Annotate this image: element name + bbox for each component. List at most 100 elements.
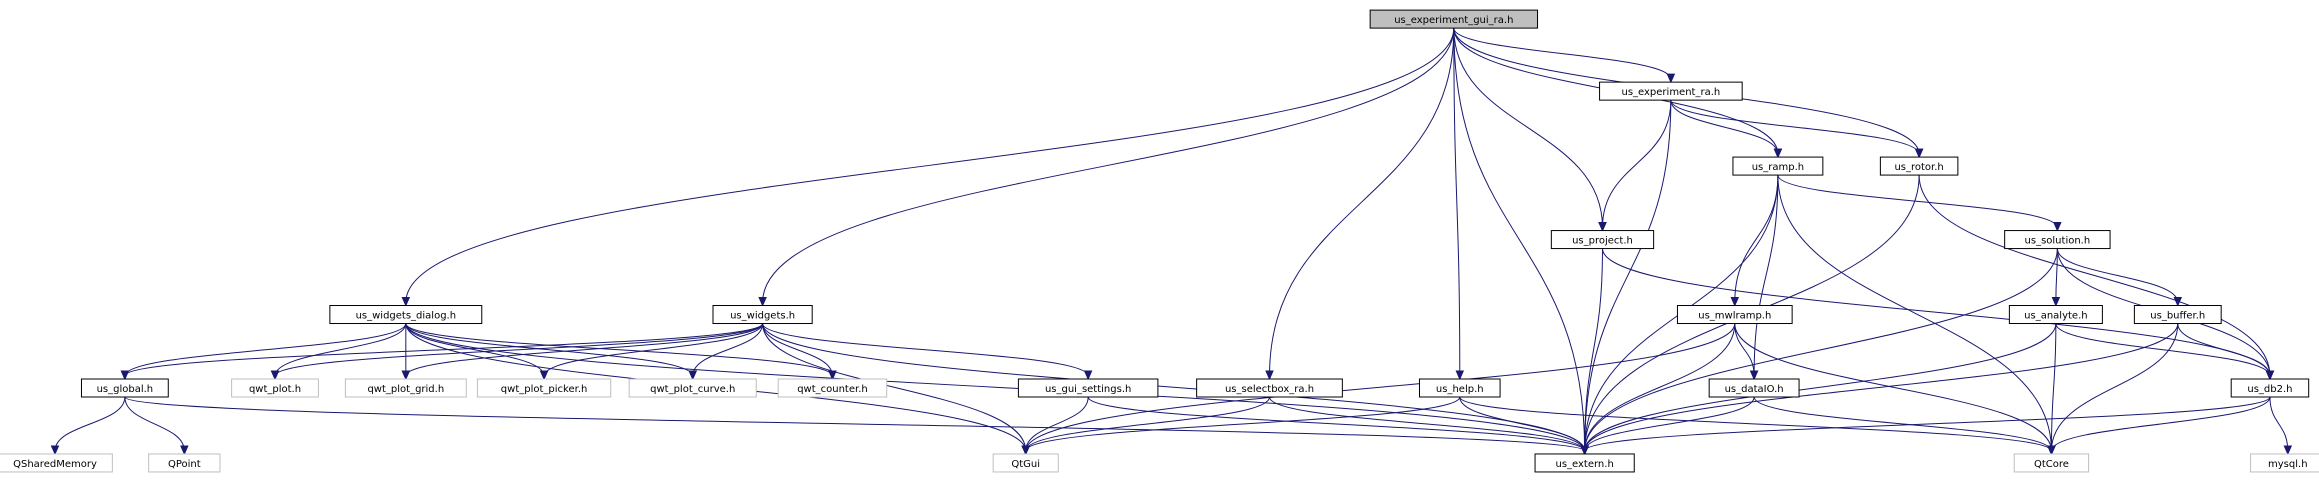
node-QtGui[interactable]: QtGui	[992, 453, 1059, 473]
arrowhead-us_db2-to-mysql	[2283, 445, 2293, 456]
edge-us_db2-to-mysql	[2269, 396, 2289, 451]
node-box-us_gui_settings[interactable]	[1017, 378, 1159, 398]
node-us_buffer[interactable]: us_buffer.h	[2133, 305, 2222, 325]
node-box-QtCore[interactable]	[2013, 453, 2090, 473]
node-qwt_plot[interactable]: qwt_plot.h	[231, 378, 319, 398]
node-label-qwt_plot: qwt_plot.h	[249, 384, 301, 395]
edge-us_mwlramp-to-us_extern	[1584, 323, 1736, 451]
node-us_gui_settings[interactable]: us_gui_settings.h	[1017, 378, 1159, 398]
node-box-us_selectbox_ra[interactable]	[1196, 378, 1343, 398]
edge-us_experiment_ra-to-us_extern	[1584, 100, 1672, 451]
node-us_help[interactable]: us_help.h	[1418, 378, 1501, 398]
node-us_widgets[interactable]: us_widgets.h	[712, 305, 813, 325]
edge-us_db2-to-QtCore	[2050, 396, 2271, 452]
node-box-qwt_plot_grid[interactable]	[344, 378, 467, 398]
arrowhead-us_buffer-to-us_db2	[2265, 370, 2275, 381]
node-box-qwt_plot_picker[interactable]	[476, 378, 612, 398]
node-QPoint[interactable]: QPoint	[148, 453, 221, 473]
edge-us_global-to-us_extern	[124, 396, 1586, 452]
node-us_widgets_dialog[interactable]: us_widgets_dialog.h	[329, 305, 483, 325]
node-label-us_db2: us_db2.h	[2247, 384, 2292, 395]
node-us_solution[interactable]: us_solution.h	[2004, 230, 2111, 250]
arrowhead-us_mwlramp-to-us_dataIO	[1749, 370, 1759, 381]
node-box-us_experiment_gui_ra[interactable]	[1369, 9, 1539, 29]
edge-us_experiment_ra-to-us_ramp	[1670, 100, 1779, 155]
node-QSharedMemory[interactable]: QSharedMemory	[0, 453, 113, 473]
nodes-layer: us_experiment_gui_ra.h us_experiment_ra.h…	[0, 9, 2319, 473]
edge-us_experiment_gui_ra-to-us_widgets_dialog	[405, 28, 1455, 303]
node-us_extern[interactable]: us_extern.h	[1534, 453, 1635, 473]
node-label-us_widgets: us_widgets.h	[730, 311, 795, 322]
arrowhead-us_experiment_ra-to-us_ramp	[1773, 148, 1783, 159]
edge-us_widgets-to-us_global	[124, 323, 764, 377]
node-label-QtGui: QtGui	[1011, 459, 1040, 470]
node-us_experiment_gui_ra[interactable]: us_experiment_gui_ra.h	[1369, 9, 1539, 29]
node-label-us_selectbox_ra: us_selectbox_ra.h	[1225, 384, 1314, 395]
node-box-us_widgets[interactable]	[712, 305, 813, 325]
node-us_experiment_ra[interactable]: us_experiment_ra.h	[1599, 81, 1743, 101]
arrowhead-us_experiment_gui_ra-to-us_help	[1455, 370, 1465, 381]
arrowhead-us_experiment_gui_ra-to-us_experiment_ra	[1666, 73, 1676, 84]
node-box-us_widgets_dialog[interactable]	[329, 305, 483, 325]
node-label-qwt_plot_picker: qwt_plot_picker.h	[501, 384, 588, 395]
node-box-us_global[interactable]	[80, 378, 169, 398]
node-mysql[interactable]: mysql.h	[2250, 453, 2319, 473]
node-label-us_experiment_ra: us_experiment_ra.h	[1621, 87, 1720, 98]
node-box-us_ramp[interactable]	[1732, 156, 1824, 176]
edge-us_ramp-to-us_dataIO	[1753, 175, 1779, 377]
node-box-QSharedMemory[interactable]	[0, 453, 113, 473]
node-box-qwt_plot_curve[interactable]	[628, 378, 757, 398]
node-us_selectbox_ra[interactable]: us_selectbox_ra.h	[1196, 378, 1343, 398]
edge-us_mwlramp-to-us_dataIO	[1734, 323, 1755, 377]
node-us_db2[interactable]: us_db2.h	[2230, 378, 2310, 398]
node-box-us_project[interactable]	[1550, 230, 1655, 250]
node-box-us_dataIO[interactable]	[1708, 378, 1800, 398]
node-qwt_counter[interactable]: qwt_counter.h	[777, 378, 888, 398]
node-qwt_plot_picker[interactable]: qwt_plot_picker.h	[476, 378, 612, 398]
node-box-us_db2[interactable]	[2230, 378, 2310, 398]
node-box-us_help[interactable]	[1418, 378, 1501, 398]
edge-us_experiment_gui_ra-to-us_widgets	[762, 28, 1455, 303]
node-box-QtGui[interactable]	[992, 453, 1059, 473]
node-QtCore[interactable]: QtCore	[2013, 453, 2090, 473]
node-box-us_rotor[interactable]	[1879, 156, 1959, 176]
edge-us_selectbox_ra-to-QtGui	[1025, 396, 1270, 452]
node-box-us_mwlramp[interactable]	[1676, 305, 1793, 325]
node-box-us_analyte[interactable]	[2008, 305, 2103, 325]
node-label-us_global: us_global.h	[97, 384, 154, 395]
edge-us_widgets-to-us_gui_settings	[762, 323, 1089, 377]
node-box-mysql[interactable]	[2250, 453, 2319, 473]
edge-us_help-to-us_extern	[1459, 396, 1586, 452]
edge-us_mwlramp-to-QtCore	[1734, 323, 2052, 451]
node-label-us_experiment_gui_ra: us_experiment_gui_ra.h	[1394, 15, 1513, 26]
arrowhead-us_help-to-QtGui	[1021, 445, 1030, 456]
node-box-QPoint[interactable]	[148, 453, 221, 473]
arrowhead-us_solution-to-us_buffer	[2173, 297, 2183, 307]
node-box-us_extern[interactable]	[1534, 453, 1635, 473]
node-qwt_plot_grid[interactable]: qwt_plot_grid.h	[344, 378, 467, 398]
node-label-us_gui_settings: us_gui_settings.h	[1045, 384, 1131, 395]
edge-us_solution-to-us_extern	[1584, 248, 2058, 451]
node-label-QPoint: QPoint	[168, 459, 201, 470]
node-qwt_plot_curve[interactable]: qwt_plot_curve.h	[628, 378, 757, 398]
arrowhead-us_global-to-QSharedMemory	[50, 445, 60, 456]
edge-us_widgets-to-qwt_plot_curve	[692, 323, 764, 377]
node-us_ramp[interactable]: us_ramp.h	[1732, 156, 1824, 176]
edge-us_experiment_gui_ra-to-us_experiment_ra	[1453, 27, 1672, 80]
node-us_rotor[interactable]: us_rotor.h	[1879, 156, 1959, 176]
node-box-us_experiment_ra[interactable]	[1599, 81, 1743, 101]
node-us_global[interactable]: us_global.h	[80, 378, 169, 398]
node-label-qwt_plot_curve: qwt_plot_curve.h	[650, 384, 735, 395]
node-box-qwt_counter[interactable]	[777, 378, 888, 398]
node-us_analyte[interactable]: us_analyte.h	[2008, 305, 2103, 325]
node-box-us_solution[interactable]	[2004, 230, 2111, 250]
edge-us_ramp-to-us_solution	[1777, 174, 2058, 228]
edge-us_help-to-QtGui	[1025, 396, 1461, 452]
node-box-qwt_plot[interactable]	[231, 378, 319, 398]
node-us_dataIO[interactable]: us_dataIO.h	[1708, 378, 1800, 398]
node-box-us_buffer[interactable]	[2133, 305, 2222, 325]
node-us_project[interactable]: us_project.h	[1550, 230, 1655, 250]
node-us_mwlramp[interactable]: us_mwlramp.h	[1676, 305, 1793, 325]
edge-us_widgets_dialog-to-qwt_plot_picker	[405, 323, 545, 377]
